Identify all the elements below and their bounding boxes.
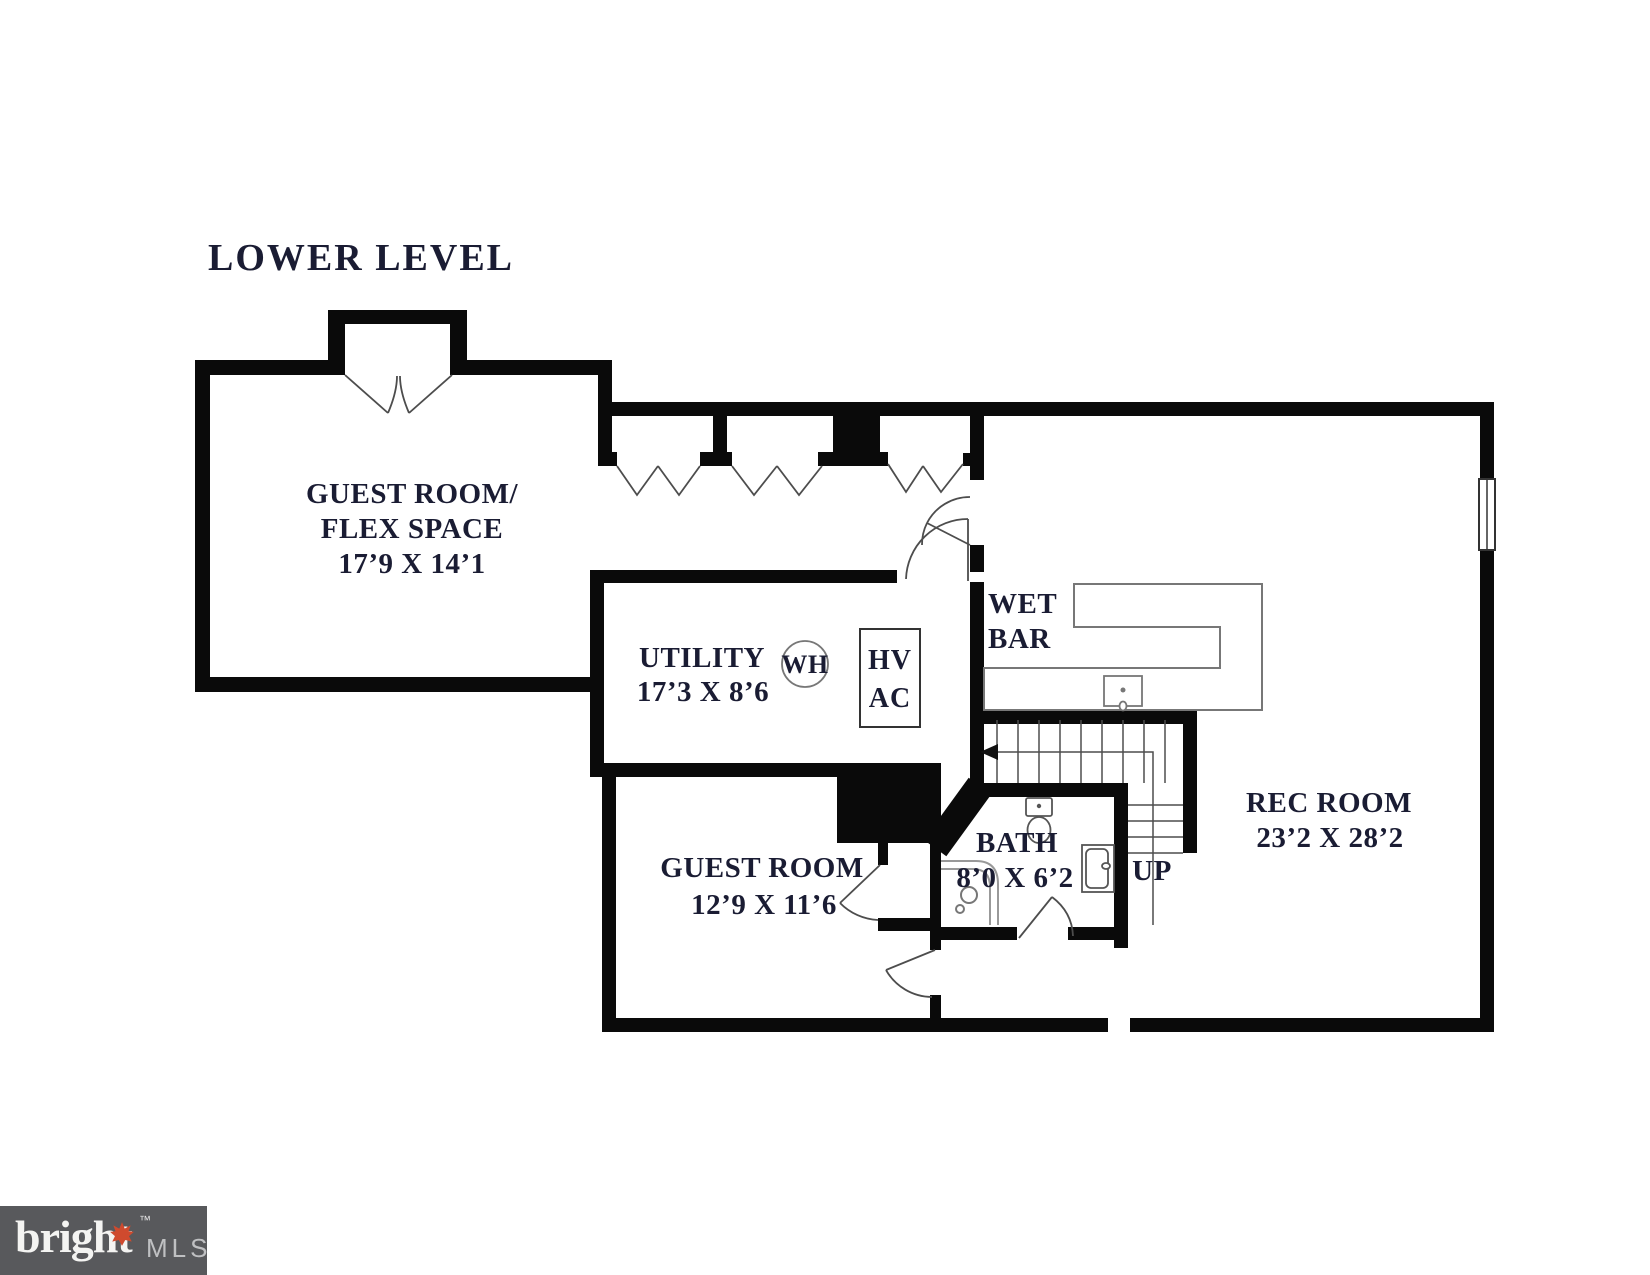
- door-arc: [839, 902, 879, 921]
- wall-segment: [963, 453, 972, 466]
- wall-segment: [970, 545, 984, 572]
- bifold-door: [657, 465, 701, 497]
- utility-label: UTILITY: [639, 642, 765, 674]
- wall-segment: [598, 452, 617, 466]
- door-arc: [1051, 896, 1074, 937]
- wall-segment: [1130, 1018, 1494, 1032]
- doors: [344, 374, 1074, 998]
- wall-segment: [195, 360, 210, 692]
- rec-room-dimensions: 23’2 X 28’2: [1256, 822, 1403, 854]
- guest-room-label: GUEST ROOM: [660, 852, 863, 884]
- wall-segment: [930, 995, 941, 1018]
- wall-segment: [880, 452, 888, 466]
- logo-mls-text: MLS: [146, 1233, 212, 1263]
- wall-segment: [1183, 710, 1197, 853]
- door-arc: [885, 969, 933, 998]
- door-arc: [921, 522, 928, 546]
- wet-bar-label-line2: BAR: [988, 623, 1051, 655]
- stair-direction-arrow: [980, 744, 998, 760]
- wall-segment: [602, 763, 851, 777]
- bifold-door: [731, 465, 778, 497]
- door-arc: [905, 518, 969, 580]
- wall-segment: [328, 310, 467, 324]
- logo-brand-text: bright: [15, 1211, 133, 1262]
- brightmls-logo: bright ™ MLS: [0, 1206, 207, 1275]
- wet-bar-label-line1: WET: [988, 588, 1057, 620]
- bifold-door: [922, 463, 964, 494]
- wall-segment: [930, 843, 941, 950]
- wall-segment: [602, 1018, 1108, 1032]
- door-leaf: [408, 374, 453, 414]
- guest-flex-label-line2: FLEX SPACE: [321, 513, 504, 545]
- door-arc: [926, 496, 971, 524]
- wet-bar-sink-icon: [1103, 675, 1143, 712]
- bifold-door: [887, 463, 924, 494]
- stair-walk-line: [992, 751, 1154, 925]
- walls: [195, 310, 1494, 1032]
- closet-bifold-doors: [616, 463, 964, 497]
- wall-segment: [1480, 548, 1494, 1032]
- page-title: LOWER LEVEL: [208, 237, 514, 279]
- wall-segment: [328, 310, 345, 375]
- wall-segment: [837, 763, 941, 843]
- shower-icon: [1081, 844, 1115, 893]
- wall-segment: [598, 360, 612, 466]
- wall-segment: [1068, 927, 1128, 940]
- window-right-wall: [1478, 478, 1496, 551]
- water-heater-label: WH: [781, 650, 828, 679]
- maple-leaf-icon: [110, 1222, 134, 1246]
- bath-vanity-icon: [941, 860, 999, 925]
- hvac-unit-box: [859, 628, 921, 728]
- door-leaf: [839, 864, 881, 904]
- door-leaf: [344, 374, 389, 414]
- wall-segment: [970, 783, 1125, 797]
- wall-segment: [970, 710, 1197, 724]
- wall-segment: [970, 582, 984, 792]
- door-arc: [387, 375, 398, 414]
- hvac-label-line2: AC: [869, 683, 911, 714]
- wall-segment: [1114, 783, 1128, 948]
- wall-segment: [590, 570, 897, 583]
- logo-trademark: ™: [139, 1213, 151, 1227]
- bifold-door: [616, 465, 659, 497]
- wall-segment: [1480, 402, 1494, 481]
- wall-segment: [195, 677, 604, 692]
- rec-room-label: REC ROOM: [1246, 787, 1412, 819]
- door-arc: [399, 375, 410, 414]
- wall-segment: [450, 360, 612, 375]
- guest-room-dimensions: 12’9 X 11’6: [691, 889, 837, 921]
- wall-segment: [450, 310, 467, 375]
- bifold-door: [776, 465, 823, 497]
- wall-segment: [878, 843, 888, 865]
- stairs: [992, 720, 1183, 925]
- bath-label: BATH: [976, 827, 1058, 859]
- hvac-label-line1: HV: [868, 645, 912, 676]
- wall-segment: [818, 452, 833, 466]
- wall-segment: [938, 927, 1017, 940]
- guest-flex-label-line1: GUEST ROOM/: [306, 478, 518, 510]
- wall-segment: [590, 570, 604, 777]
- bath-dimensions: 8’0 X 6’2: [956, 862, 1073, 894]
- door-leaf: [1018, 896, 1053, 939]
- door-leaf: [926, 522, 971, 546]
- wall-segment: [970, 416, 984, 480]
- stairs-up-label: UP: [1132, 855, 1172, 887]
- wall-segment: [700, 452, 732, 466]
- wall-segment: [878, 918, 930, 931]
- guest-flex-dimensions: 17’9 X 14’1: [338, 548, 485, 580]
- wall-segment: [607, 402, 1494, 416]
- water-heater-icon: [781, 640, 829, 688]
- door-leaf: [885, 949, 936, 971]
- wall-segment: [602, 765, 616, 1032]
- wet-bar-counter: [983, 583, 1263, 711]
- wall-segment: [195, 360, 345, 375]
- utility-dimensions: 17’3 X 8’6: [637, 676, 769, 708]
- toilet-icon: [1025, 797, 1053, 844]
